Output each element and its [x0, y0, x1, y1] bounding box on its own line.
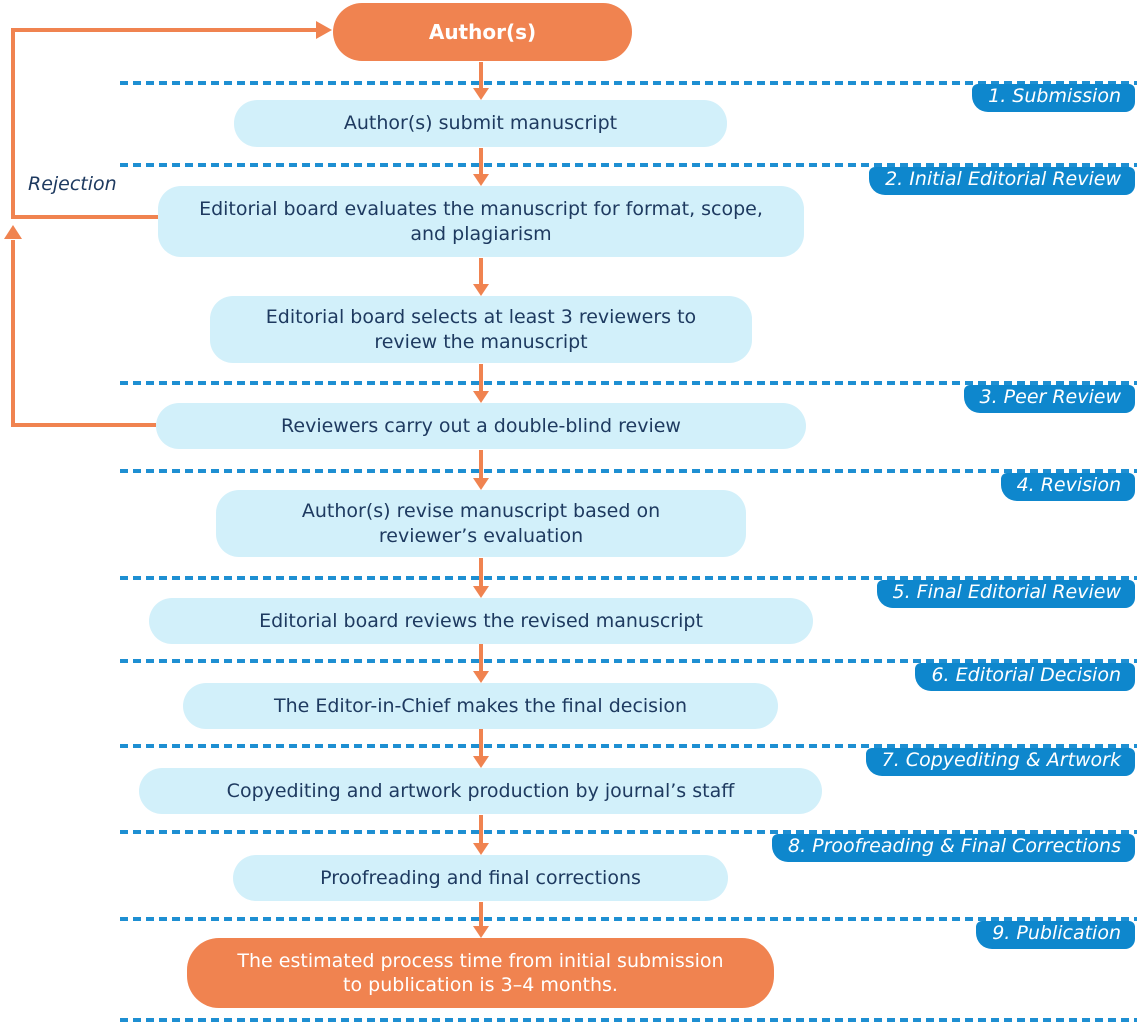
process-box-final-decision: The Editor-in-Chief makes the final deci… [183, 683, 778, 729]
process-box-proofreading: Proofreading and final corrections [233, 855, 728, 901]
stage-label-copyediting: 7. Copyediting & Artwork [865, 748, 1135, 776]
process-box-text: Author(s) submit manuscript [343, 112, 618, 135]
process-box-editorial-evaluation: Editorial board evaluates the manuscript… [158, 186, 804, 257]
process-box-double-blind-review: Reviewers carry out a double-blind revie… [156, 403, 806, 449]
down-arrow-icon [473, 729, 489, 768]
arrow-head [473, 174, 489, 186]
stage-divider [120, 81, 1137, 85]
down-arrow-icon [473, 558, 489, 598]
rejection-line-vertical-lower [11, 240, 15, 427]
arrow-shaft [479, 62, 483, 89]
down-arrow-icon [473, 815, 489, 855]
arrow-head [473, 586, 489, 598]
arrow-shaft [479, 815, 483, 844]
rejection-line-from-review-box [11, 423, 156, 427]
rejection-line-from-editorial-box [11, 215, 158, 219]
rejection-line-vertical-upper [11, 28, 15, 219]
stage-divider [120, 830, 1137, 834]
stage-label-initial-review: 2. Initial Editorial Review [869, 167, 1135, 195]
arrow-head [473, 756, 489, 768]
arrow-shaft [479, 558, 483, 587]
process-box-text: Reviewers carry out a double-blind revie… [281, 414, 681, 437]
arrow-head [473, 88, 489, 100]
down-arrow-icon [473, 644, 489, 683]
stage-divider [120, 163, 1137, 167]
author-node-label: Author(s) [428, 20, 537, 44]
process-box-text: Editorial board evaluates the manuscript… [199, 198, 763, 245]
stage-label-revision: 4. Revision [1000, 473, 1135, 501]
down-arrow-icon [473, 62, 489, 100]
arrow-head [473, 926, 489, 938]
process-box-text: Author(s) revise manuscript based on rev… [301, 500, 661, 547]
process-box-author-revision: Author(s) revise manuscript based on rev… [216, 490, 746, 557]
arrow-shaft [479, 902, 483, 927]
process-box-text: Copyediting and artwork production by jo… [226, 779, 735, 802]
arrow-shaft [479, 258, 483, 285]
process-box-submit-manuscript: Author(s) submit manuscript [234, 100, 727, 147]
process-box-select-reviewers: Editorial board selects at least 3 revie… [210, 296, 752, 363]
process-box-text: Proofreading and final corrections [320, 866, 641, 889]
final-note-text: The estimated process time from initial … [237, 949, 724, 996]
down-arrow-icon [473, 148, 489, 186]
rejection-arrowhead-up [4, 225, 22, 239]
arrow-shaft [479, 644, 483, 672]
rejection-line-horizontal-top [13, 28, 316, 32]
arrow-head [473, 843, 489, 855]
process-box-text: The Editor-in-Chief makes the final deci… [273, 694, 688, 717]
bottom-divider [120, 1018, 1137, 1022]
stage-divider [120, 659, 1137, 663]
down-arrow-icon [473, 364, 489, 403]
stage-divider [120, 381, 1137, 385]
final-note-box: The estimated process time from initial … [187, 938, 774, 1008]
arrow-shaft [479, 148, 483, 175]
down-arrow-icon [473, 450, 489, 490]
process-box-text: Editorial board reviews the revised manu… [259, 609, 703, 632]
stage-label-submission: 1. Submission [972, 84, 1135, 112]
arrow-shaft [479, 364, 483, 392]
author-node: Author(s) [333, 3, 632, 61]
process-box-review-revised: Editorial board reviews the revised manu… [149, 598, 813, 644]
stage-label-peer-review: 3. Peer Review [963, 385, 1135, 413]
arrow-head [473, 478, 489, 490]
arrow-head [473, 671, 489, 683]
process-box-text: Editorial board selects at least 3 revie… [265, 306, 697, 353]
down-arrow-icon [473, 902, 489, 938]
process-box-copyediting: Copyediting and artwork production by jo… [139, 768, 822, 814]
stage-label-proofreading: 8. Proofreading & Final Corrections [771, 834, 1135, 862]
down-arrow-icon [473, 258, 489, 296]
stage-divider [120, 917, 1137, 921]
arrow-shaft [479, 450, 483, 479]
arrow-head [473, 284, 489, 296]
stage-divider [120, 576, 1137, 580]
arrow-shaft [479, 729, 483, 757]
stage-label-decision: 6. Editorial Decision [915, 663, 1135, 691]
stage-divider [120, 469, 1137, 473]
rejection-arrowhead-right [316, 21, 332, 39]
stage-label-final-review: 5. Final Editorial Review [876, 580, 1135, 608]
rejection-label: Rejection [28, 173, 117, 195]
stage-divider [120, 744, 1137, 748]
stage-label-publication: 9. Publication [976, 921, 1135, 949]
arrow-head [473, 391, 489, 403]
